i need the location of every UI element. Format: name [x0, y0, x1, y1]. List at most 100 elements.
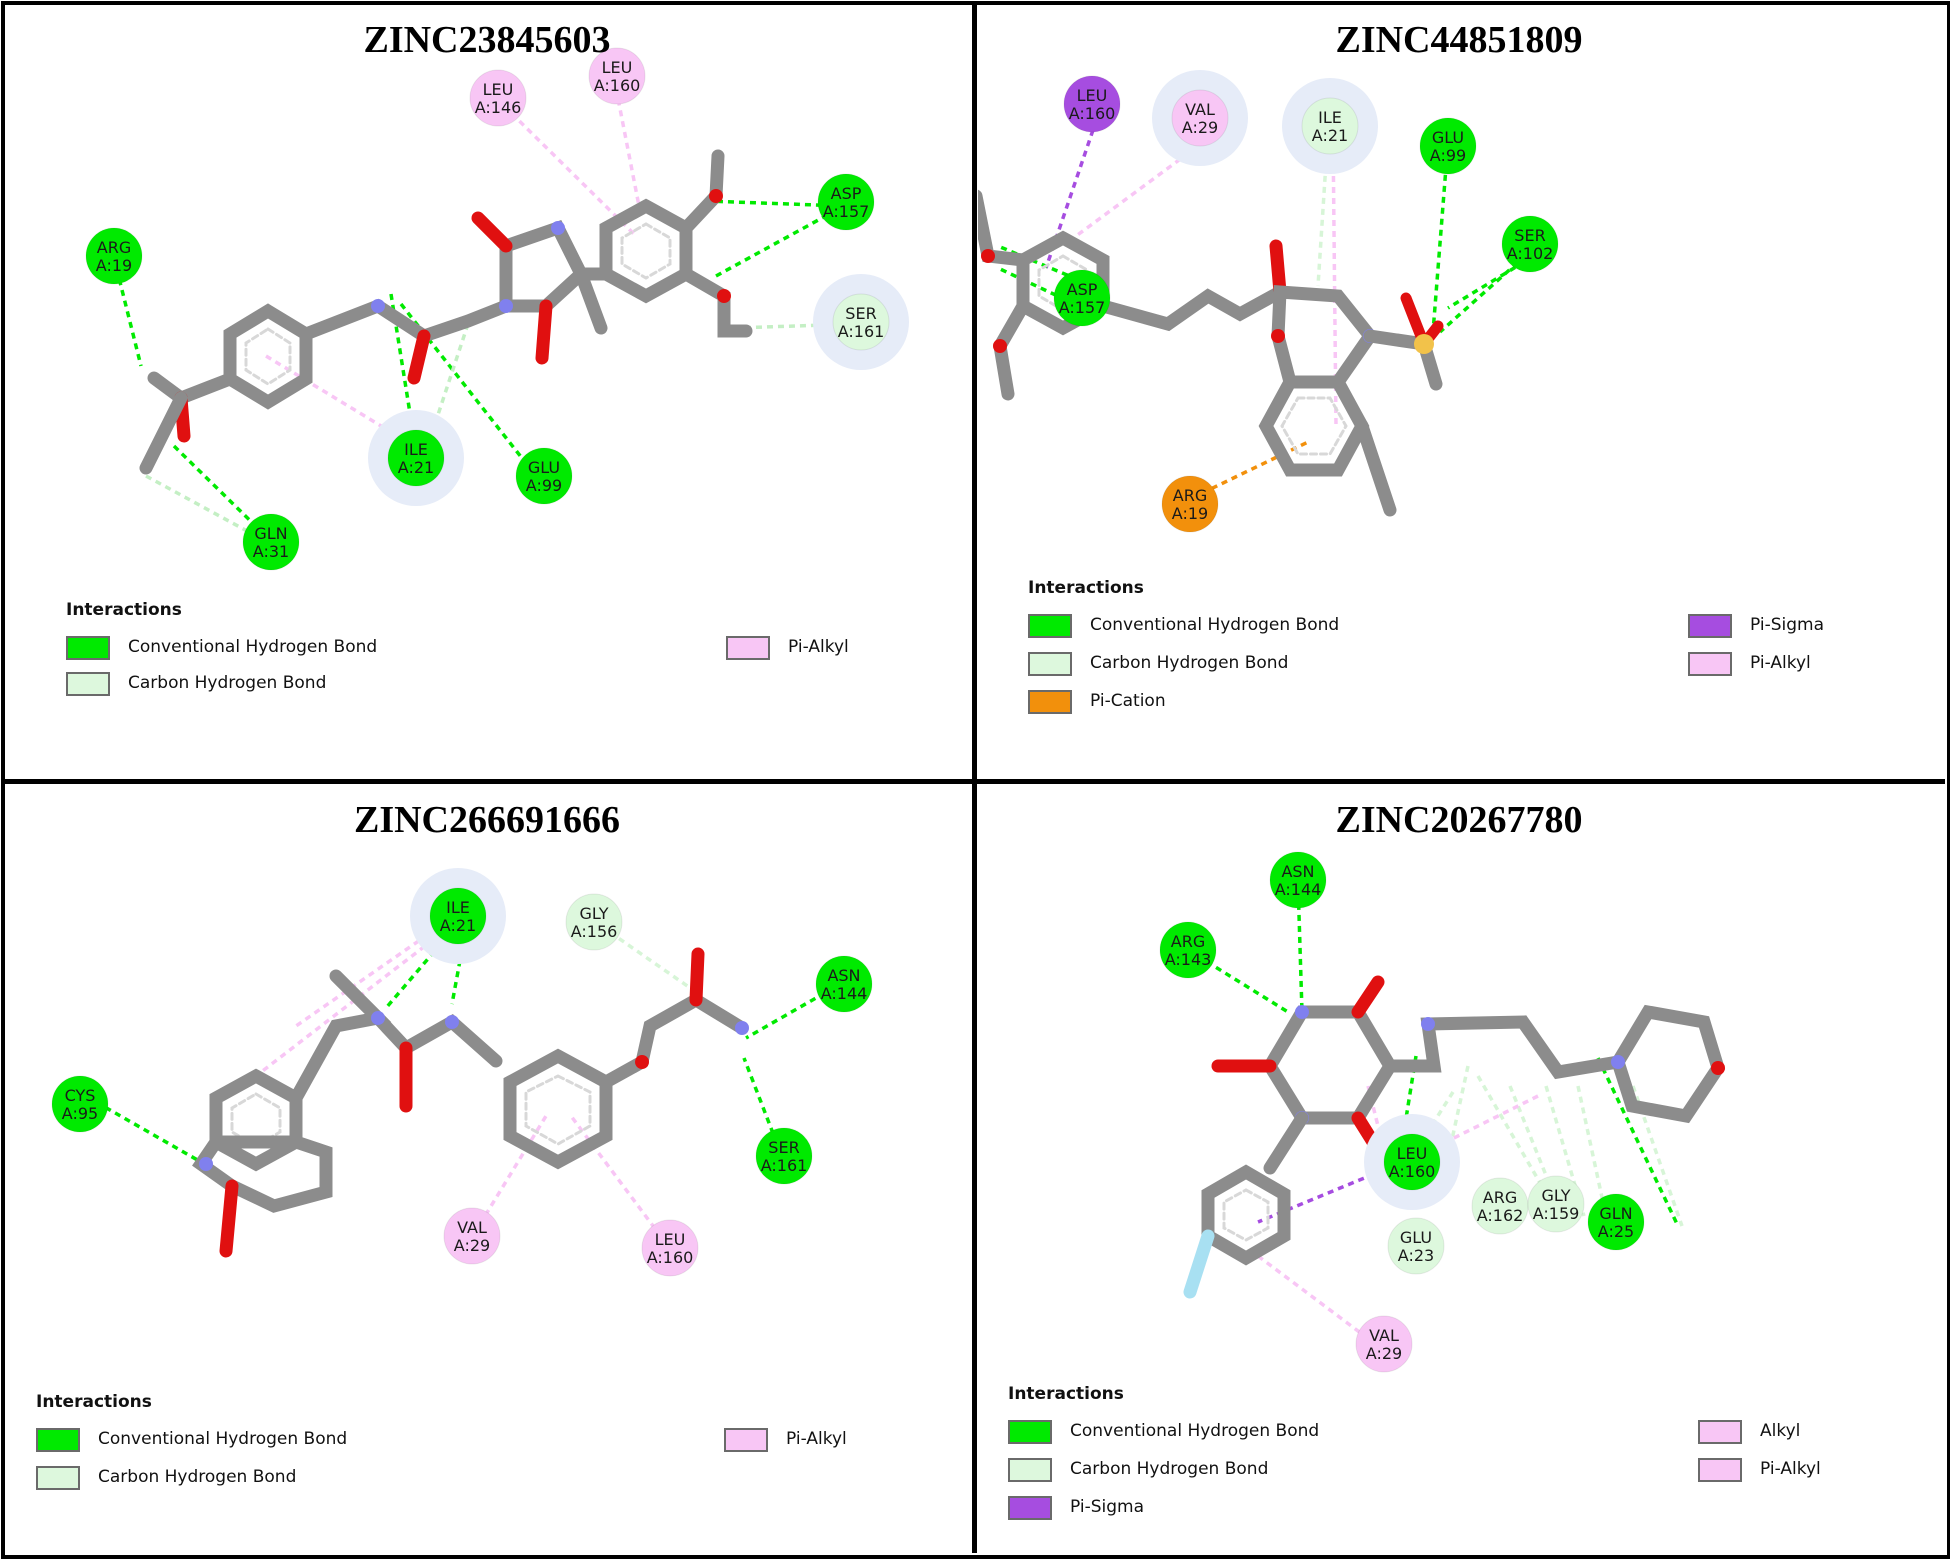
residue-discs: ASNA:144ARGA:143LEUA:160GLUA:23ARGA:162G…: [1159, 851, 1645, 1373]
residue-name: VAL: [1369, 1326, 1399, 1345]
aromatic-ring-inner: [524, 1074, 592, 1146]
ligand-structure: [1183, 975, 1726, 1299]
barbiturate-ring: [1262, 1005, 1398, 1125]
residue-id: A:160: [1389, 1162, 1436, 1181]
residue-disc: [815, 955, 873, 1013]
residue-id: A:161: [838, 322, 885, 341]
panel-title: ZINC23845603: [363, 19, 611, 61]
residue-id: A:160: [647, 1248, 694, 1267]
residue-id: A:146: [475, 98, 522, 117]
oxygen-atom: [1711, 1061, 1725, 1075]
morpholine-ring: [1610, 1004, 1726, 1124]
residue-disc: [1527, 1175, 1585, 1233]
residue-disc: [1387, 1217, 1445, 1275]
residue-disc: [817, 173, 875, 231]
residue-id: A:29: [1182, 118, 1218, 137]
residue-disc: [588, 47, 646, 105]
residue-name: ILE: [404, 440, 428, 459]
legend-label: Conventional Hydrogen Bond: [128, 637, 378, 657]
residue-name: GLY: [580, 904, 609, 923]
horizontal-divider: [5, 779, 1945, 784]
residue-id: A:161: [761, 1156, 808, 1175]
residue-name: ARG: [97, 238, 131, 257]
residue-id: A:156: [571, 922, 618, 941]
hbond-line: [1187, 948, 1289, 1014]
residue-name: GLN: [1599, 1204, 1632, 1223]
pi-sigma-line: [1257, 1172, 1375, 1224]
legend-swatch: [1008, 1420, 1052, 1444]
nitrogen-atom: [1295, 1005, 1309, 1019]
aromatic-ring-inner: [244, 327, 292, 386]
residue-disc: [1419, 117, 1477, 175]
nitrogen-atom: [735, 1021, 749, 1035]
legend-label: Pi-Alkyl: [1760, 1459, 1821, 1479]
legend-label: Pi-Sigma: [1070, 1497, 1145, 1517]
pi-alkyl-line: [295, 920, 447, 1028]
hbond-line: [384, 924, 458, 1010]
residue-name: ILE: [446, 898, 470, 917]
carbon-hbond-line: [600, 924, 697, 994]
lactam-ring: [192, 1135, 333, 1213]
residue-name: ASP: [1067, 280, 1098, 299]
carbon-hbond-line: [1476, 1075, 1552, 1201]
residue-disc: [85, 227, 143, 285]
oxygen-atom: [717, 289, 731, 303]
legend-swatch: [1688, 652, 1732, 676]
interaction-lines: [95, 920, 845, 1248]
residue-disc: [1161, 475, 1219, 533]
interaction-diagram: ASNA:144ARGA:143LEUA:160GLUA:23ARGA:162G…: [1159, 851, 1726, 1373]
residue-name: LEU: [1077, 86, 1108, 105]
residue-disc: [443, 1207, 501, 1265]
residue-name: VAL: [1185, 100, 1215, 119]
hydantoin-carbonyl: [535, 299, 553, 365]
interaction-lines: [1187, 881, 1684, 1348]
urea-group: [371, 1011, 503, 1068]
residue-name: SER: [768, 1138, 799, 1157]
legend: Interactions Conventional Hydrogen Bond …: [1028, 578, 1908, 738]
residue-name: ARG: [1483, 1188, 1517, 1207]
oxazine-ring: [1271, 285, 1379, 389]
hbond-line: [1596, 1057, 1680, 1227]
aromatic-ring-inner: [1280, 396, 1348, 456]
dimethoxyphenyl-ring: [599, 198, 693, 304]
legend-label: Pi-Cation: [1090, 691, 1166, 711]
residue-disc: [387, 429, 445, 487]
ester-chain: [147, 371, 237, 406]
residue-name: CYS: [65, 1086, 96, 1105]
residue-id: A:157: [823, 202, 870, 221]
legend-label: Pi-Alkyl: [788, 637, 849, 657]
legend-heading: Interactions: [1028, 578, 1144, 598]
legend-label: Conventional Hydrogen Bond: [98, 1429, 348, 1449]
residue-disc: [1471, 1177, 1529, 1235]
methoxy-group: [679, 267, 753, 338]
legend: Interactions Conventional Hydrogen Bond …: [66, 600, 946, 730]
residue-name: LEU: [602, 58, 633, 77]
legend-swatch: [1688, 614, 1732, 638]
legend-swatch: [1028, 652, 1072, 676]
oxygen-atom: [1271, 329, 1285, 343]
residue-name: ASN: [827, 966, 860, 985]
carbonyl-oxygen-bond: [1269, 239, 1287, 299]
legend-label: Alkyl: [1760, 1421, 1801, 1441]
residue-disc: [1587, 1193, 1645, 1251]
legend-swatch: [1698, 1420, 1742, 1444]
nitrogen-atom: [445, 1015, 459, 1029]
nitrogen-atom: [551, 221, 565, 235]
residue-name: ARG: [1173, 486, 1207, 505]
pi-alkyl-line: [1397, 1094, 1539, 1168]
legend-swatch: [66, 672, 110, 696]
legend-label: Pi-Alkyl: [1750, 653, 1811, 673]
residue-id: A:25: [1598, 1222, 1634, 1241]
hbond-line: [95, 1100, 202, 1164]
residue-id: A:159: [1533, 1204, 1580, 1223]
residue-id: A:23: [1398, 1246, 1434, 1265]
pi-alkyl-line: [1256, 1254, 1380, 1348]
residue-id: A:19: [1172, 504, 1208, 523]
legend-label: Carbon Hydrogen Bond: [98, 1467, 297, 1487]
hydantoin-carbonyl: [471, 211, 513, 253]
residue-id: A:157: [1059, 298, 1106, 317]
